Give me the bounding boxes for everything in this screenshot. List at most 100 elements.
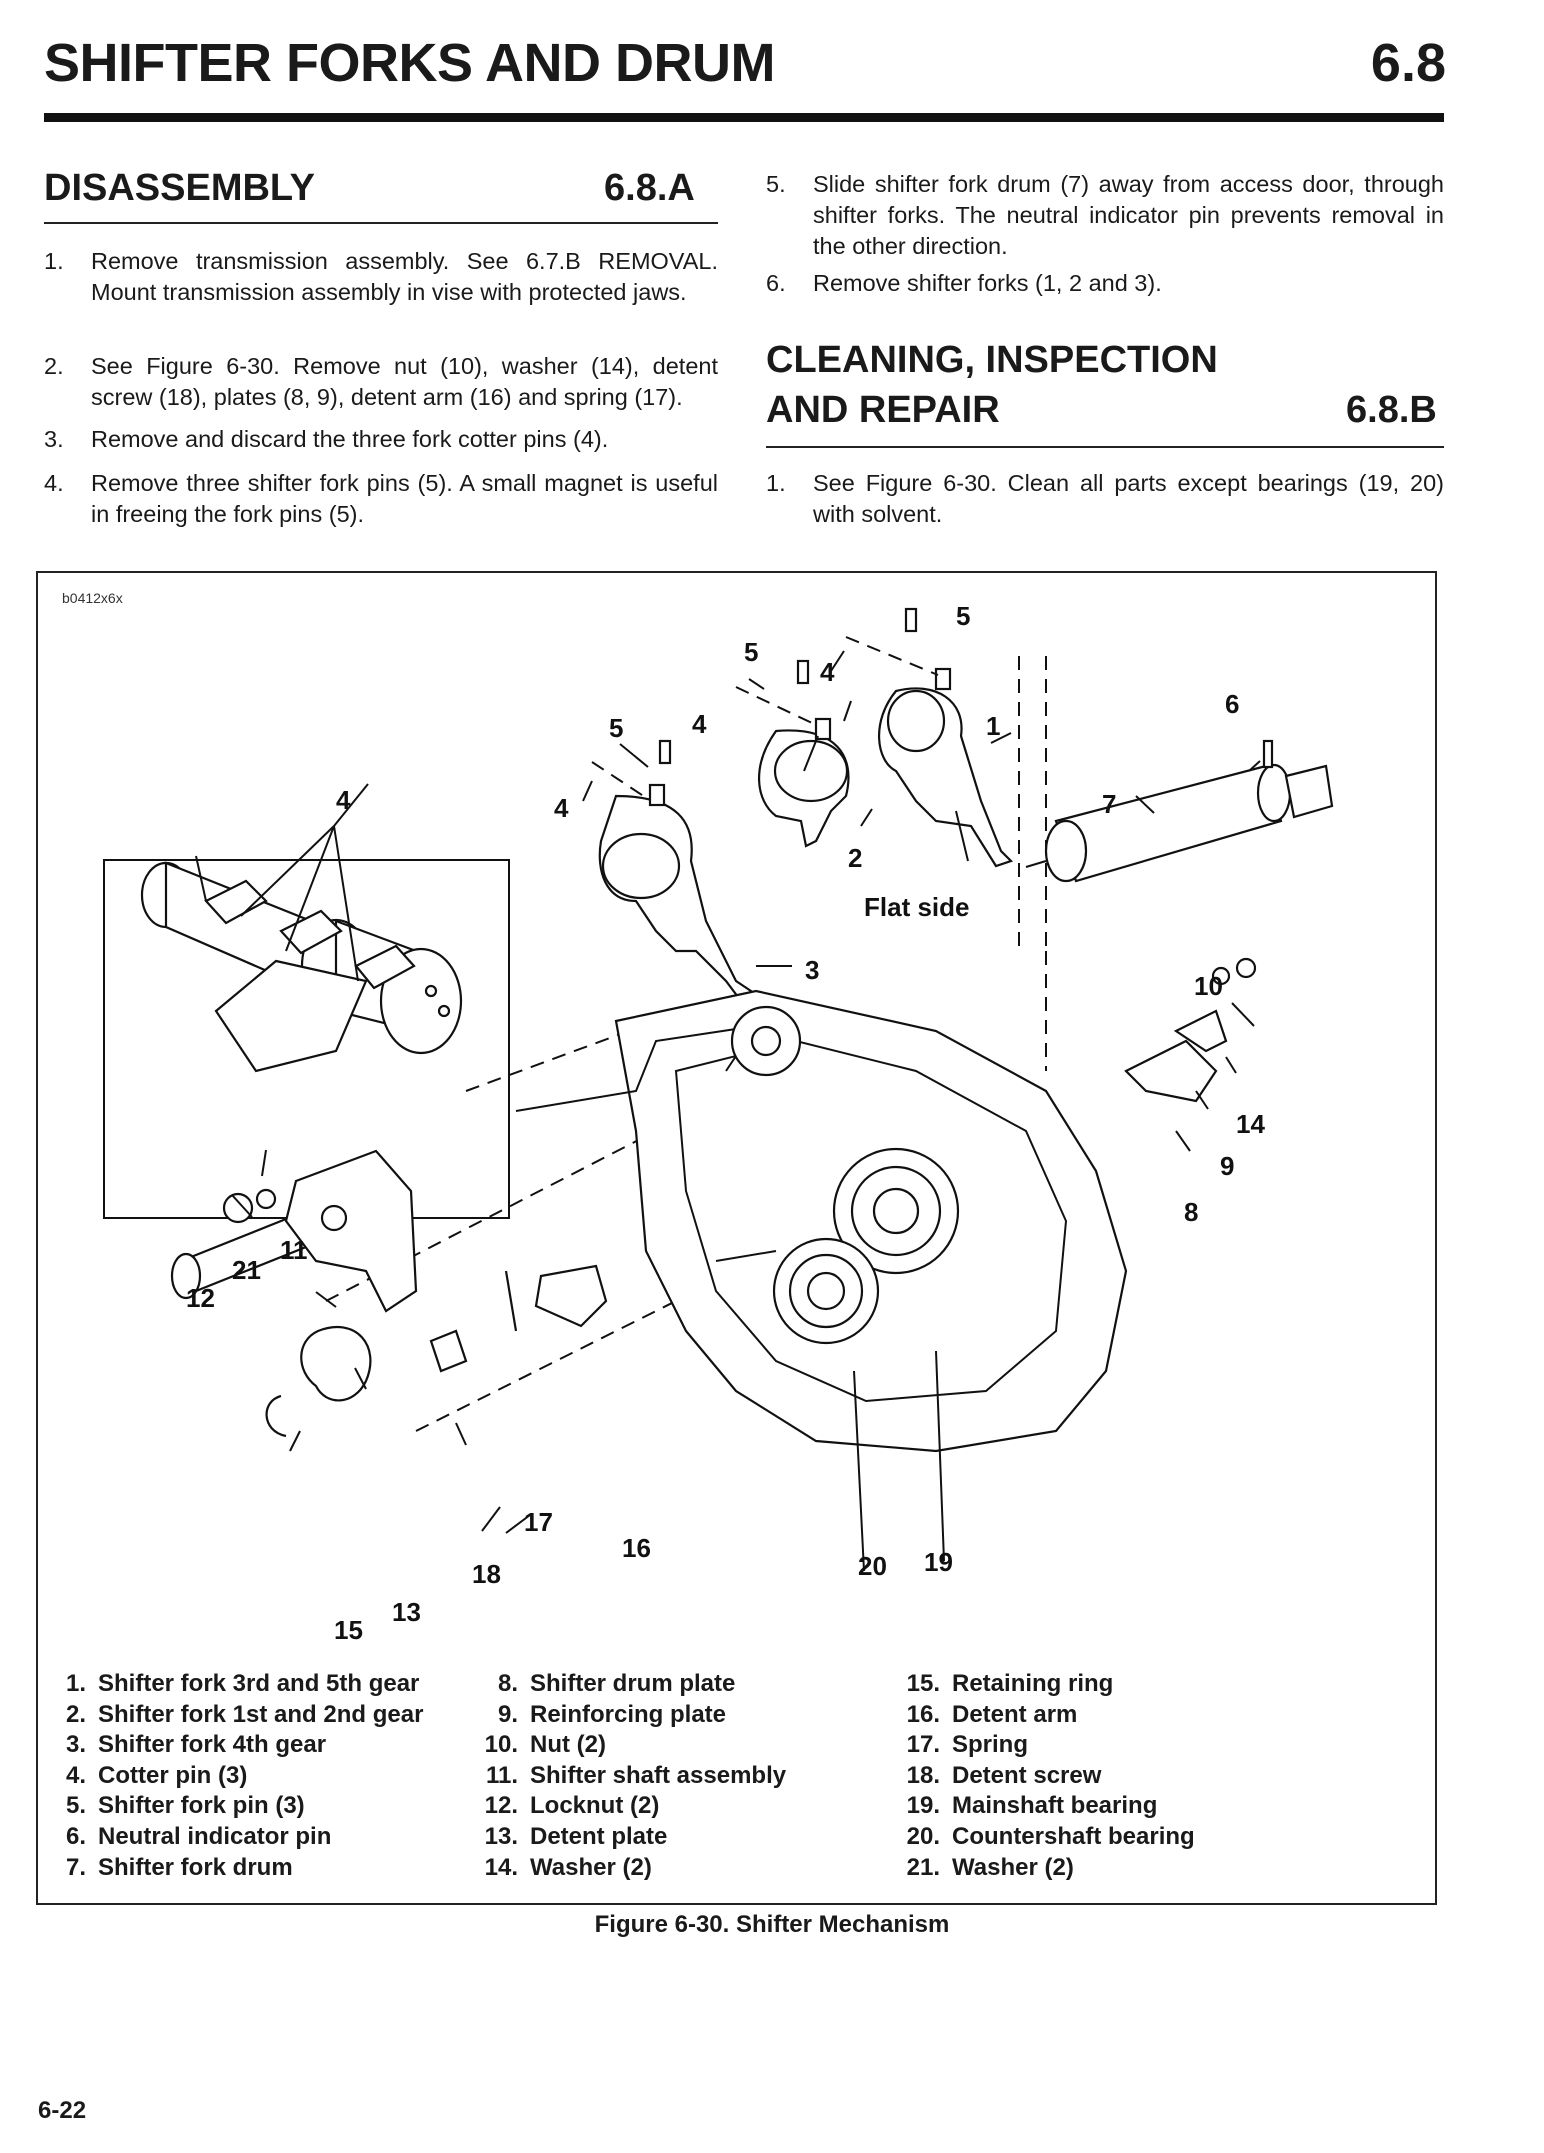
washer-14 [1211,966,1231,986]
legend-item: 2.Shifter fork 1st and 2nd gear [65,1700,424,1728]
disassembly-rule [44,222,718,224]
transmission-housing [515,989,1128,1453]
callout-4-inset: 4 [336,785,351,815]
legend-column-3: 15.Retaining ring 16.Detent arm 17.Sprin… [890,1669,1195,1883]
step-text: See Figure 6-30. Remove nut (10), washer… [91,353,718,410]
countershaft-bearing [772,1237,880,1345]
legend-column-2: 8.Shifter drum plate 9.Reinforcing plate… [468,1669,786,1883]
spring [504,1270,518,1332]
step-number: 6. [766,270,786,296]
callout-16: 16 [622,1533,651,1563]
legend-item: 10.Nut (2) [484,1731,606,1759]
step-number: 1. [44,248,64,274]
callout-10: 10 [1194,971,1223,1001]
cleaning-number: 6.8.B [1346,389,1437,431]
callout-6: 6 [1225,689,1239,719]
fork-pin-a [658,739,672,765]
step-number: 2. [44,353,64,379]
disassembly-step-4: 4. Remove three shifter fork pins (5). A… [44,468,718,532]
shifter-drum-plate [1124,1039,1218,1103]
header-rule [44,113,1444,122]
step-number: 4. [44,470,64,496]
callout-17: 17 [524,1507,553,1537]
shifter-fork-3rd-5th [877,667,1014,868]
legend-item: 3.Shifter fork 4th gear [65,1731,327,1759]
shifter-fork-1st-2nd [757,717,850,848]
callout-18: 18 [472,1559,501,1589]
step-text: Remove transmission assembly. See 6.7.B … [91,248,718,305]
legend-item: 16.Detent arm [906,1700,1078,1728]
page-title: SHIFTER FORKS AND DRUM [44,33,775,93]
legend-item: 12.Locknut (2) [484,1792,660,1820]
step-text: Remove and discard the three fork cotter… [91,426,609,452]
callout-20: 20 [858,1551,887,1581]
legend-item: 17.Spring [906,1731,1028,1759]
locknut-12 [222,1192,254,1224]
cleaning-heading-line2: AND REPAIR [766,389,1000,431]
callout-11: 11 [280,1235,308,1265]
callout-14: 14 [1236,1109,1265,1139]
callout-5-b: 5 [744,637,758,667]
legend-column-1: 1.Shifter fork 3rd and 5th gear 2.Shifte… [36,1669,423,1883]
callout-15: 15 [334,1615,363,1645]
callout-21: 21 [232,1255,261,1285]
detent-plate [300,1325,372,1402]
legend-item: 9.Reinforcing plate [497,1700,727,1728]
disassembly-number: 6.8.A [604,167,695,209]
callout-13: 13 [392,1597,421,1627]
shifter-fork-4th [598,783,753,1003]
legend-item: 7.Shifter fork drum [65,1853,293,1881]
legend-item: 18.Detent screw [906,1761,1102,1789]
legend-item: 8.Shifter drum plate [497,1670,736,1697]
cleaning-heading-line1: CLEANING, INSPECTION [766,339,1218,381]
callout-7: 7 [1102,789,1116,819]
legend-item: 21.Washer (2) [906,1853,1074,1881]
step-number: 3. [44,426,64,452]
page-number: 6-22 [38,2097,87,2124]
callout-3: 3 [805,955,819,985]
inset-drum-illustration [140,855,463,1073]
step-text: Remove shifter forks (1, 2 and 3). [813,270,1162,296]
fork-pin-c [904,607,918,633]
legend-item: 19.Mainshaft bearing [906,1792,1158,1820]
step-text: See Figure 6-30. Clean all parts except … [813,470,1444,527]
washer-21 [255,1188,277,1210]
section-number: 6.8 [1370,33,1446,93]
figure-caption: Figure 6-30. Shifter Mechanism [594,1911,950,1938]
step-number: 1. [766,470,786,496]
callout-19: 19 [924,1547,953,1577]
legend-item: 5.Shifter fork pin (3) [65,1792,305,1820]
callout-2: 2 [848,843,862,873]
figure-id: b0412x6x [62,590,123,606]
legend-item: 6.Neutral indicator pin [65,1822,332,1850]
disassembly-step-6: 6. Remove shifter forks (1, 2 and 3). [766,268,1444,300]
legend-item: 15.Retaining ring [906,1670,1114,1697]
callout-1: 1 [986,711,1000,741]
callout-4-a: 4 [554,793,569,823]
detent-arm [534,1264,608,1328]
legend-item: 1.Shifter fork 3rd and 5th gear [65,1670,420,1697]
detent-screw [429,1329,468,1373]
disassembly-step-3: 3. Remove and discard the three fork cot… [44,424,718,456]
shifter-fork-drum [1025,739,1334,883]
legend-item: 20.Countershaft bearing [906,1822,1195,1850]
nut-10 [1235,957,1257,979]
callout-5-c: 5 [956,601,970,631]
step-text: Remove three shifter fork pins (5). A sm… [91,470,718,527]
disassembly-step-1: 1. Remove transmission assembly. See 6.7… [44,246,718,342]
step-number: 5. [766,171,786,197]
callout-12: 12 [186,1283,215,1313]
shifter-mechanism-diagram: 4 4 5 4 5 4 5 1 2 Flat side 3 6 7 10 14 … [103,601,1334,1645]
figure-frame [36,571,1437,1905]
shifter-shaft-assembly [170,1149,418,1313]
cleaning-step-1: 1. See Figure 6-30. Clean all parts exce… [766,468,1444,532]
callout-flat-side: Flat side [864,892,969,922]
legend-item: 4.Cotter pin (3) [65,1761,248,1789]
mainshaft-bearing [832,1147,960,1275]
legend-item: 11.Shifter shaft assembly [485,1761,787,1789]
step-text: Slide shifter fork drum (7) away from ac… [813,171,1444,259]
cleaning-rule [766,446,1444,448]
fork-pin-b [796,659,810,685]
disassembly-step-2: 2. See Figure 6-30. Remove nut (10), was… [44,351,718,415]
callout-8: 8 [1184,1197,1198,1227]
